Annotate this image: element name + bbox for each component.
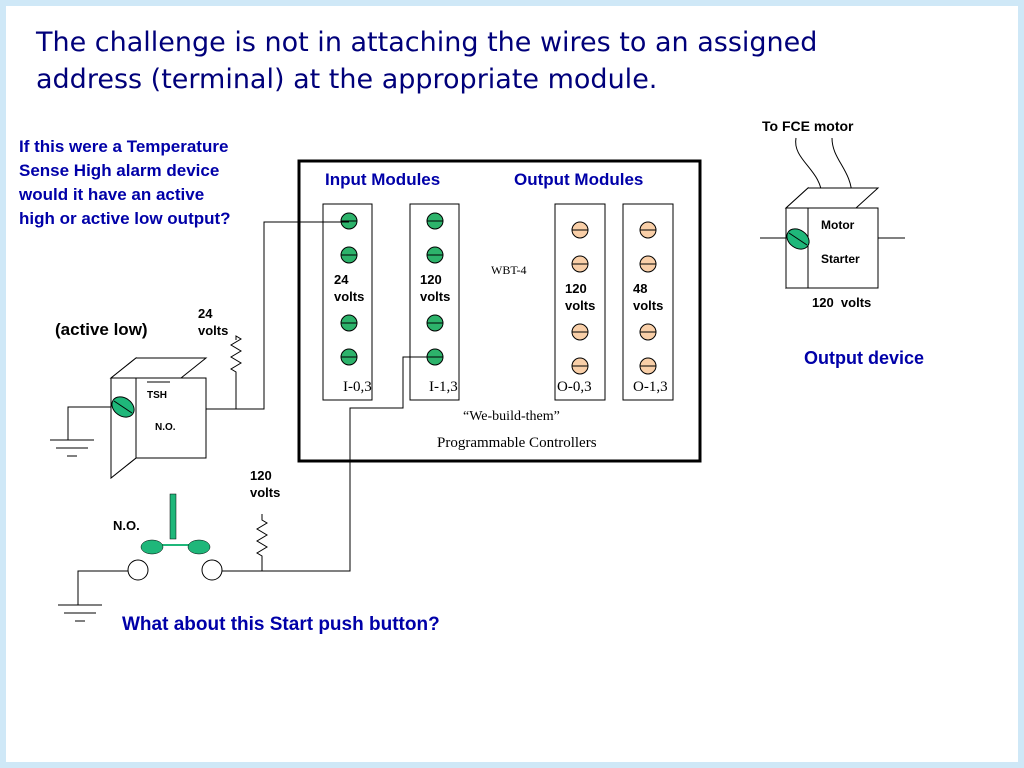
alarm-question: If this were a Temperature Sense High al…: [19, 137, 231, 228]
output-device-caption: Output device: [804, 348, 925, 368]
tsh-ground-wire: [67, 406, 111, 440]
tsh-supply-unit: volts: [198, 323, 229, 338]
motor-box-top: [784, 187, 880, 209]
motor-voltage: 120 volts: [812, 295, 872, 310]
module-o03-address: O-0,3: [557, 379, 592, 395]
module-i13-unit: volts: [420, 289, 451, 304]
pushbutton-question: What about this Start push button?: [122, 614, 440, 635]
input-terminals: [340, 212, 444, 366]
pushbutton-contact-label: N.O.: [113, 518, 140, 533]
slide-title: The challenge is not in attaching the wi…: [36, 27, 818, 95]
module-i03-address: I-0,3: [343, 379, 372, 395]
output-modules-header: Output Modules: [514, 170, 644, 189]
motor-top-label: To FCE motor: [762, 118, 854, 134]
pushbutton-terminal-right: [201, 559, 223, 581]
tsh-contact-label: N.O.: [155, 422, 176, 433]
plc-model: WBT-4: [491, 263, 527, 277]
module-o13-voltage: 48: [633, 281, 648, 296]
module-i13-voltage: 120: [420, 272, 442, 287]
pushbutton-resistor: [256, 514, 268, 571]
wire-pushbutton-to-input: [262, 356, 435, 572]
module-i03-unit: volts: [334, 289, 365, 304]
active-low-label: (active low): [55, 320, 148, 339]
tsh-supply-value: 24: [198, 306, 213, 321]
motor-label-line1: Motor: [821, 218, 855, 232]
tsh-device-label: TSH: [147, 390, 167, 401]
module-i03-voltage: 24: [334, 272, 349, 287]
motor-label-line2: Starter: [821, 252, 860, 266]
input-modules-header: Input Modules: [325, 170, 441, 189]
plc-brand-line2: Programmable Controllers: [437, 435, 597, 451]
tsh-pullup-resistor: [230, 335, 242, 409]
module-o13-address: O-1,3: [633, 379, 668, 395]
pushbutton-terminal-left: [127, 559, 149, 581]
output-terminals: [571, 221, 657, 375]
module-o03-unit: volts: [565, 298, 596, 313]
pushbutton-supply-unit: volts: [250, 485, 281, 500]
module-o03-voltage: 120: [565, 281, 587, 296]
tsh-box-top: [109, 357, 208, 379]
tsh-box-front: [135, 377, 207, 459]
module-o13-unit: volts: [633, 298, 664, 313]
module-box-i13: [409, 203, 460, 401]
plc-brand-line1: “We-build-them”: [463, 409, 560, 424]
wire-tsh-to-input: [236, 221, 349, 410]
pushbutton-supply-value: 120: [250, 468, 272, 483]
module-box-i03: [322, 203, 373, 401]
pushbutton-ground-wire: [77, 570, 128, 605]
pushbutton-stem: [169, 493, 177, 540]
module-i13-address: I-1,3: [429, 379, 458, 395]
